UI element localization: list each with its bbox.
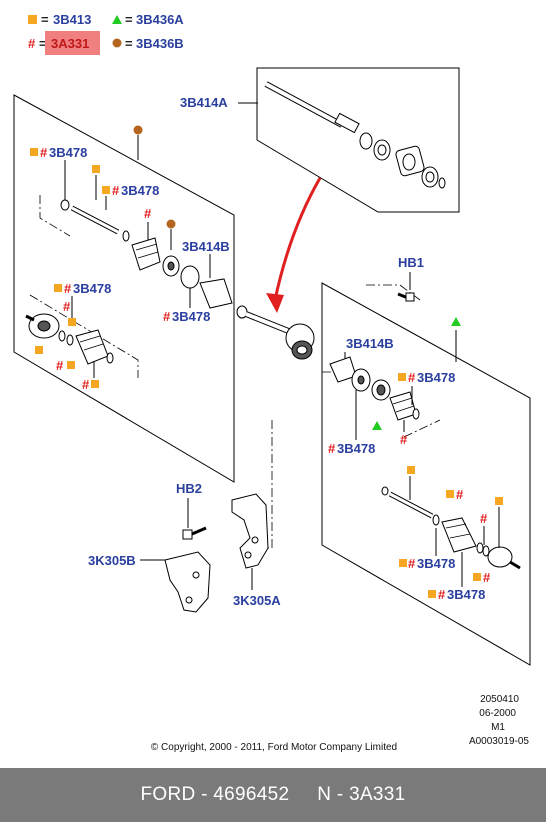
legend-circle-code: 3B436B [136,36,184,51]
label-hb1: HB1 [398,255,424,270]
orange-square-icon [92,165,100,173]
red-hash-icon: # [483,570,491,585]
meta-line-2: 06-2000 [479,708,516,719]
copyright-text: © Copyright, 2000 - 2011, Ford Motor Com… [151,742,397,753]
orange-square-icon [28,15,37,24]
inner-cv-joint-icon [329,356,420,421]
legend-triangle-code: 3B436A [136,12,184,27]
green-triangle-icon [451,317,461,326]
label-3b478: 3B478 [417,556,455,571]
label-3b478: 3B478 [447,587,485,602]
footer-gap [289,784,317,806]
red-hash-icon: # [64,281,72,296]
orange-square-icon [398,373,406,381]
red-hash-icon: # [163,309,171,324]
legend-hash-highlight [45,31,100,55]
exploded-parts-diagram: = 3B413 = 3B436A # = 3A331 = 3B436B 3B41… [13,12,531,753]
footer-brand: FORD [140,784,196,805]
red-hash-icon: # [438,587,446,602]
red-arrow-icon [266,177,322,313]
bracket-3k305b-icon: 3K305B [88,551,211,613]
label-3b478: 3B478 [73,281,111,296]
label-3b414a: 3B414A [180,95,228,110]
footer-ref: N - 3A331 [317,784,406,805]
legend-hash-code: 3A331 [51,36,89,51]
orange-square-icon [68,318,76,326]
label-3k305a: 3K305A [233,593,281,608]
red-hash-icon: # [56,358,64,373]
orange-square-icon [446,490,454,498]
label-3b414b: 3B414B [182,239,230,254]
legend-eq: = [39,36,47,51]
red-hash-icon: # [28,36,36,51]
orange-square-icon [35,346,43,354]
label-3k305b: 3K305B [88,553,136,568]
brown-circle-icon [112,38,122,48]
orange-square-icon [428,590,436,598]
red-hash-icon: # [82,377,90,392]
footer-part-number: 4696452 [213,784,290,805]
brown-circle-icon [166,219,176,229]
bolt-hb2-icon: HB2 [176,481,207,540]
label-3b414b: 3B414B [346,336,394,351]
outer-shaft-icon [381,486,521,570]
meta-line-4: A0003019-05 [469,736,529,747]
red-hash-icon: # [328,441,336,456]
red-hash-icon: # [40,145,48,160]
green-triangle-icon [372,421,382,430]
outer-cv-joint-icon [25,313,114,365]
legend-eq: = [41,12,49,27]
label-3b478: 3B478 [121,183,159,198]
cv-boot-icon [131,237,233,309]
orange-square-icon [407,466,415,474]
center-halfshaft-icon [236,305,315,360]
meta-line-1: 2050410 [480,694,519,705]
red-hash-icon: # [480,511,488,526]
bracket-3k305a-icon: 3K305A [231,493,281,608]
red-hash-icon: # [144,206,152,221]
clamp-icon [60,199,130,242]
bolt-hb1-icon: HB1 [397,255,424,302]
orange-square-icon [495,497,503,505]
red-hash-icon: # [400,432,408,447]
label-3b478: 3B478 [417,370,455,385]
red-hash-icon: # [408,370,416,385]
left-panel: # 3B478 # 3B478 # 3B414B [13,94,235,483]
red-hash-icon: # [63,299,71,314]
diagram-meta: 2050410 06-2000 M1 A0003019-05 [469,694,529,747]
legend-eq: = [125,36,133,51]
orange-square-icon [30,148,38,156]
legend: = 3B413 = 3B436A # = 3A331 = 3B436B [28,12,184,55]
label-hb2: HB2 [176,481,202,496]
red-hash-icon: # [456,487,464,502]
brown-circle-icon [133,125,143,135]
right-panel: 3B414B # 3B478 # # 3B478 [321,282,531,666]
green-triangle-icon [112,15,122,24]
orange-square-icon [91,380,99,388]
orange-square-icon [67,361,75,369]
orange-square-icon [473,573,481,581]
label-3b478: 3B478 [49,145,87,160]
label-3b478: 3B478 [337,441,375,456]
part-footer-bar: FORD - 4696452 N - 3A331 [0,768,546,822]
legend-square-code: 3B413 [53,12,91,27]
meta-line-3: M1 [491,722,505,733]
label-3b478: 3B478 [172,309,210,324]
red-hash-icon: # [112,183,120,198]
orange-square-icon [102,186,110,194]
top-inset-panel: 3B414A [180,67,460,213]
halfshaft-icon [264,81,446,189]
orange-square-icon [399,559,407,567]
footer-sep: - [195,784,214,805]
orange-square-icon [54,284,62,292]
red-hash-icon: # [408,556,416,571]
legend-eq: = [125,12,133,27]
